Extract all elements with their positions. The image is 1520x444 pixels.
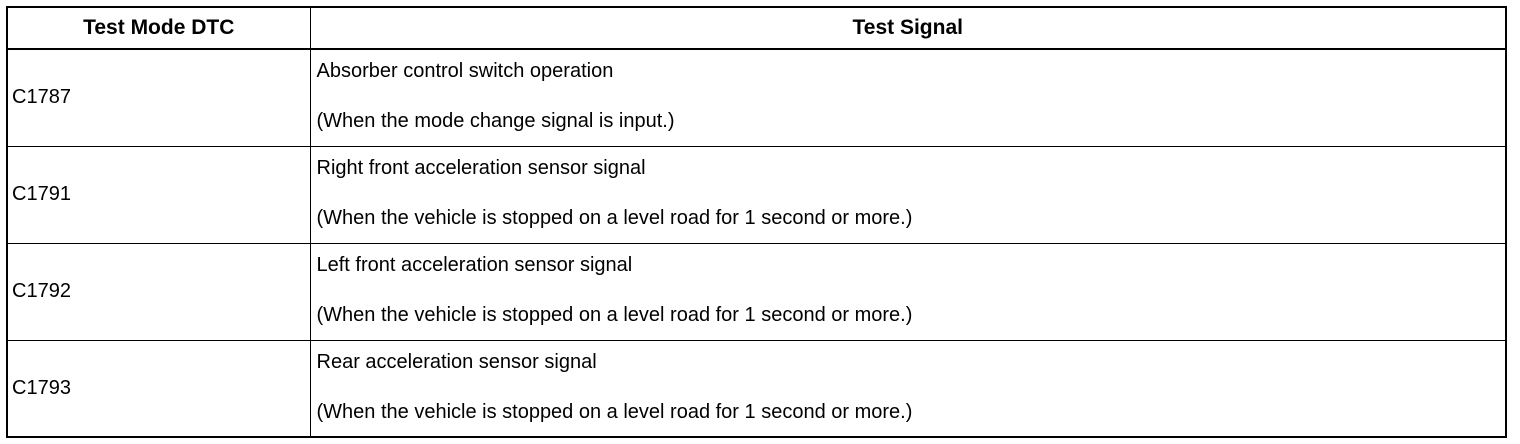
test-signal-cell: Left front acceleration sensor signal (W… xyxy=(309,242,1507,341)
test-signal-cell: Rear acceleration sensor signal (When th… xyxy=(309,339,1507,438)
dtc-code-cell: C1792 xyxy=(6,242,311,341)
header-test-signal: Test Signal xyxy=(309,6,1507,50)
dtc-code-cell: C1791 xyxy=(6,145,311,244)
signal-condition: (When the vehicle is stopped on a level … xyxy=(316,206,913,229)
signal-description: Right front acceleration sensor signal xyxy=(316,156,646,179)
dtc-code-cell: C1787 xyxy=(6,48,311,147)
signal-description: Rear acceleration sensor signal xyxy=(316,350,597,373)
test-signal-cell: Absorber control switch operation (When … xyxy=(309,48,1507,147)
signal-condition: (When the vehicle is stopped on a level … xyxy=(316,303,913,326)
signal-condition: (When the mode change signal is input.) xyxy=(316,110,675,132)
dtc-code-cell: C1793 xyxy=(6,339,311,438)
signal-description: Left front acceleration sensor signal xyxy=(316,253,633,276)
table-header-row: Test Mode DTC Test Signal xyxy=(6,6,1507,50)
signal-condition: (When the vehicle is stopped on a level … xyxy=(316,400,913,423)
table-row: C1791 Right front acceleration sensor si… xyxy=(6,145,1507,244)
table-row: C1787 Absorber control switch operation … xyxy=(6,48,1507,147)
header-test-mode-dtc: Test Mode DTC xyxy=(6,6,311,50)
table-row: C1792 Left front acceleration sensor sig… xyxy=(6,242,1507,341)
table-row: C1793 Rear acceleration sensor signal (W… xyxy=(6,339,1507,438)
signal-description: Absorber control switch operation xyxy=(316,60,614,82)
dtc-test-signal-table: Test Mode DTC Test Signal C1787 Absorber… xyxy=(6,6,1507,438)
test-signal-cell: Right front acceleration sensor signal (… xyxy=(309,145,1507,244)
